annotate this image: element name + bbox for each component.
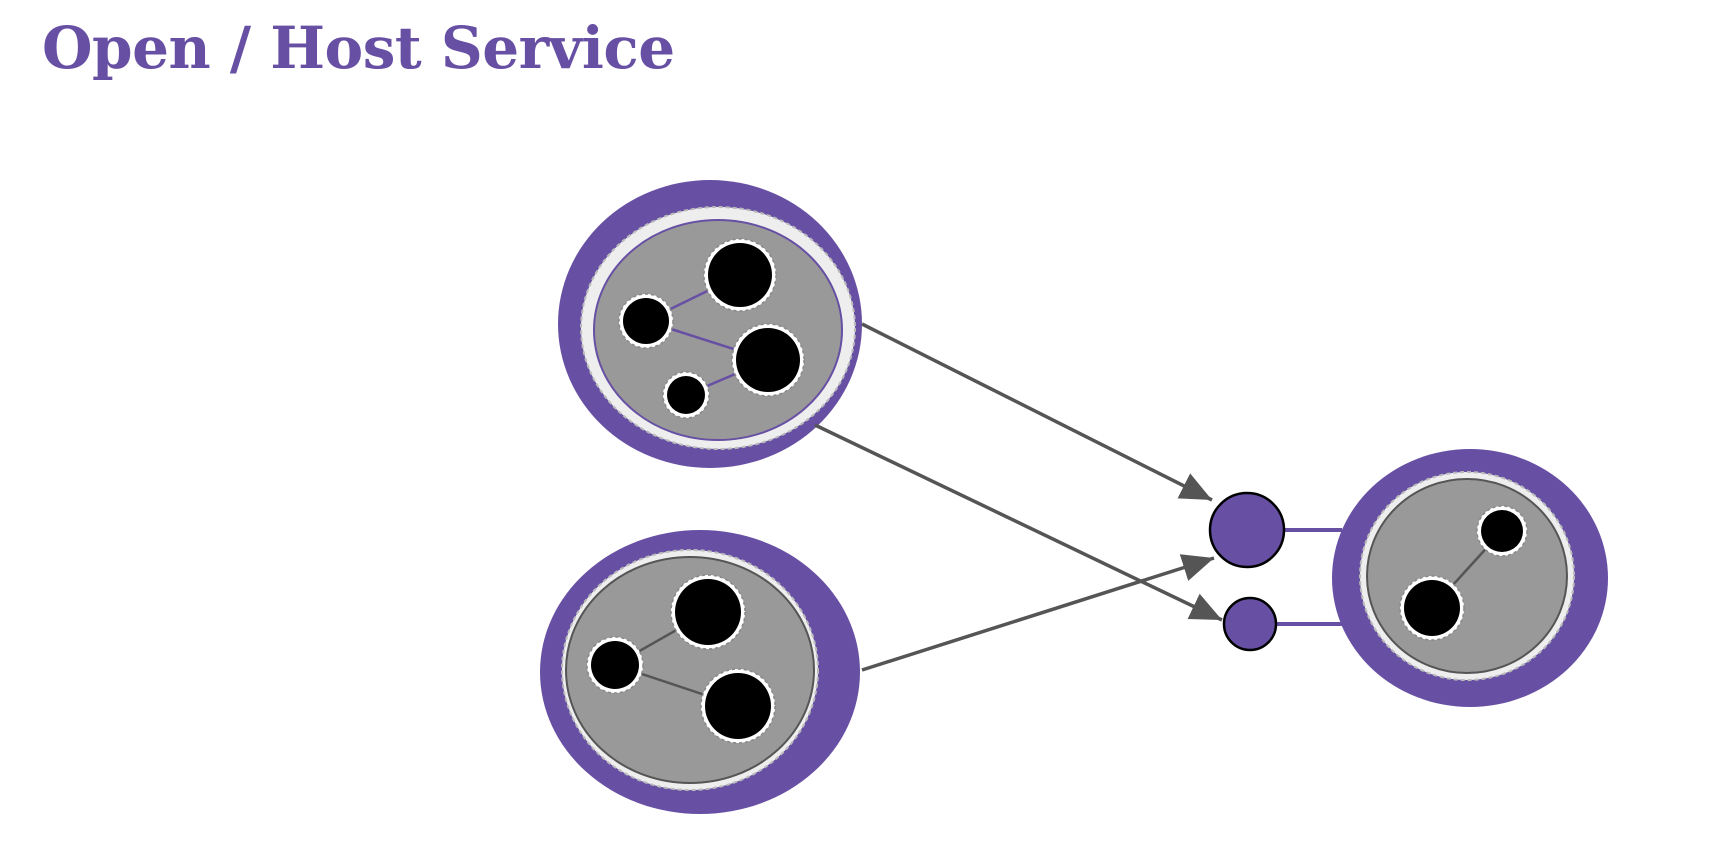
- aggregates: [1399, 505, 1528, 641]
- aggregate-node: [736, 328, 800, 392]
- host-context: [1332, 449, 1608, 707]
- aggregate-node: [705, 673, 771, 739]
- host-service-port-small: [1222, 596, 1278, 652]
- port-links: [1276, 528, 1342, 626]
- slide-title: Open / Host Service: [42, 14, 675, 82]
- aggregates: [618, 238, 805, 419]
- context-interior: [1366, 478, 1568, 674]
- aggregate-node: [1404, 580, 1460, 636]
- consumer-context-top: [558, 180, 862, 468]
- host-service-port-large: [1208, 491, 1286, 569]
- connector-arrow: [814, 423, 1223, 622]
- connections: [814, 322, 1223, 672]
- aggregate-node: [1481, 510, 1523, 552]
- aggregate-node: [708, 243, 772, 307]
- connector-arrow: [861, 322, 1213, 502]
- consumer-context-bottom: [540, 530, 860, 814]
- aggregates: [586, 574, 776, 744]
- aggregate-node: [675, 579, 741, 645]
- host-service-ports: [1208, 491, 1286, 652]
- connector-arrow: [861, 554, 1215, 672]
- aggregate-node: [591, 641, 639, 689]
- aggregate-node: [667, 376, 705, 414]
- aggregate-node: [623, 298, 669, 344]
